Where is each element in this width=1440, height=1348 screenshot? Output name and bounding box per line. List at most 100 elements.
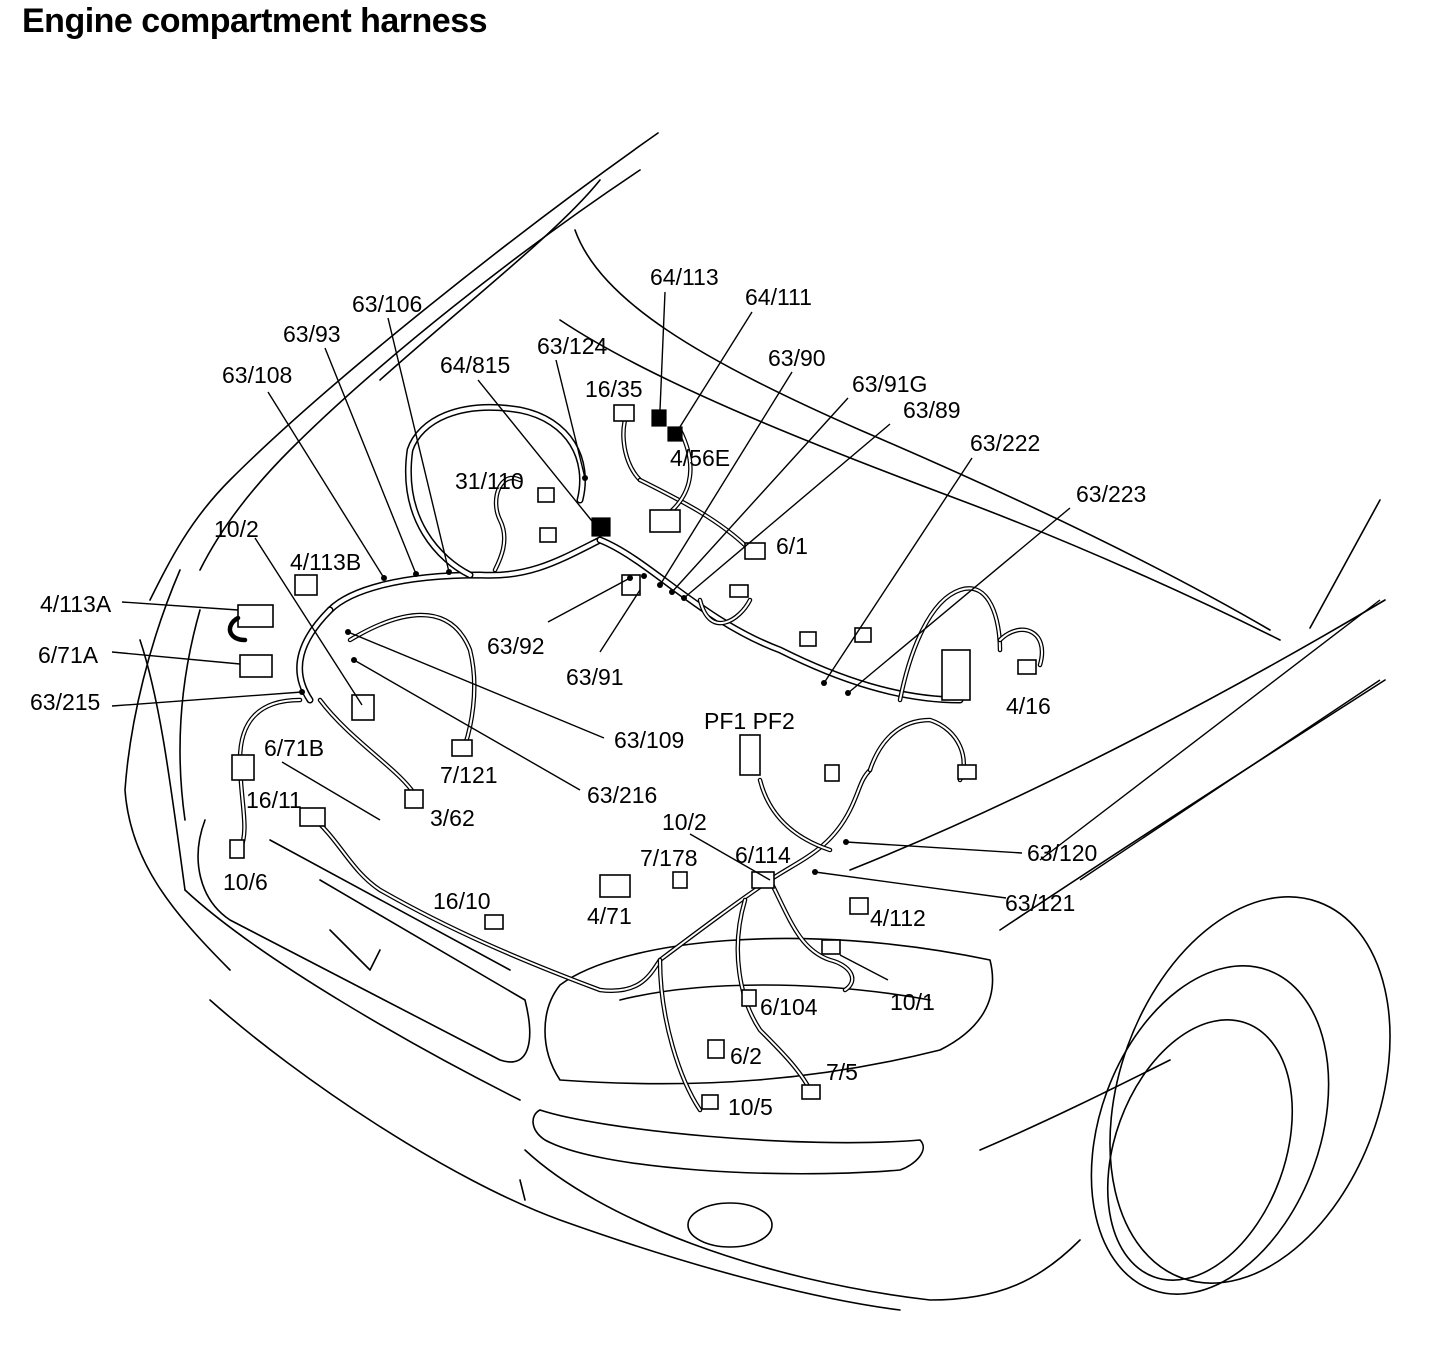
label-64-111: 64/111 [745,284,812,310]
connector-6-104 [741,989,757,1007]
label-4-16: 4/16 [1006,693,1051,719]
connector-31-110 [537,487,555,503]
connector-16-11 [299,807,326,827]
tire-inner [1106,1019,1294,1281]
label-63-106: 63/106 [352,291,422,317]
left-fender-line [149,132,659,601]
bumper-bottom [524,1149,1081,1301]
label-63-108: 63/108 [222,362,292,388]
left-bumper-side [124,569,231,971]
tire-outer [1090,965,1330,1295]
left-headlight [139,639,186,891]
label-6-2: 6/2 [730,1043,762,1069]
connector-16-10 [484,914,504,930]
diagram-title: Engine compartment harness [22,2,488,40]
connector-4-112 [849,897,869,915]
connector-6-2 [707,1039,725,1059]
label-63-223: 63/223 [1076,481,1146,507]
connector-3-62 [404,789,424,809]
hood-rear-line [559,319,1281,641]
label-63-89: 63/89 [903,397,961,423]
connector-6-71a [239,654,273,678]
connector-64-111 [667,426,683,442]
right-pillar [1309,499,1381,629]
label-10-6: 10/6 [223,869,268,895]
label-16-11: 16/11 [246,787,302,813]
label-63-92: 63/92 [487,633,545,659]
label-63-121: 63/121 [1005,890,1075,916]
connector-4-113b [294,574,318,596]
left-bumper-inner [179,609,201,821]
connector-aux-4 [854,627,872,643]
label-4-113a: 4/113A [40,591,112,617]
label-4-71: 4/71 [587,903,632,929]
connectors [227,404,1037,1110]
connector-64-113 [651,409,667,427]
label-pf1-pf2: PF1 PF2 [704,708,795,734]
label-10-1: 10/1 [890,989,935,1015]
connector-aux-5 [824,764,840,782]
connector-pf [739,734,761,776]
connector-64-815 [591,517,611,537]
bumper-side-line [519,1059,1171,1201]
connector-10-2-top [351,694,375,721]
grille-inner [269,839,511,971]
hood-left-edge [379,179,601,381]
label-63-91g: 63/91G [852,371,927,397]
connector-10-5 [701,1094,719,1110]
connector-4-113a [237,604,274,628]
front-bumper-lower [209,999,901,1311]
label-63-93: 63/93 [283,321,341,347]
connector-aux-1 [539,527,557,543]
harness-trunk [296,403,964,704]
connector-7-5 [801,1084,821,1100]
right-fender-top [849,599,1386,871]
label-6-114: 6/114 [735,842,791,868]
wheel-arch [1109,896,1391,1284]
label-4-113b: 4/113B [290,549,361,575]
label-6-104: 6/104 [760,994,818,1020]
label-63-124: 63/124 [537,333,608,359]
connector-7-178 [672,871,688,889]
label-63-215: 63/215 [30,689,100,715]
label-63-216: 63/216 [587,782,657,808]
right-fender-line [999,679,1386,931]
cowl-line [574,229,1271,631]
connector-6-71b [231,754,255,781]
fog-light [687,1202,773,1248]
label-16-10: 16/10 [433,888,491,914]
connector-4-56e [649,509,681,533]
label-10-5: 10/5 [728,1094,773,1120]
label-63-120: 63/120 [1027,840,1097,866]
label-6-71a: 6/71A [38,642,99,668]
label-64-815: 64/815 [440,352,510,378]
grille-outer [197,819,531,1063]
label-63-91: 63/91 [566,664,624,690]
label-16-35: 16/35 [585,376,643,402]
connector-10-1 [821,939,841,955]
connector-7-121 [451,739,473,757]
connector-aux-3 [799,631,817,647]
label-3-62: 3/62 [430,805,475,831]
component-labels: 64/113 64/111 63/106 63/93 63/124 63/90 … [30,264,1146,1120]
car-body-outline [124,132,1391,1311]
connector-6-114 [751,871,775,889]
label-63-109: 63/109 [614,727,684,753]
leader-lines [111,291,1381,981]
connector-4-16-small [1017,659,1037,675]
connector-10-6 [229,839,245,859]
connector-4-71 [599,874,631,898]
label-31-110: 31/110 [455,468,524,494]
label-6-71b: 6/71B [264,735,324,761]
headlight-inner [619,984,931,1001]
label-63-90: 63/90 [768,345,826,371]
label-6-1: 6/1 [776,533,808,559]
label-4-56e: 4/56E [670,445,730,471]
label-4-112: 4/112 [870,905,926,931]
label-7-178: 7/178 [640,845,698,871]
connector-aux-6 [957,764,977,780]
front-bumper-top [184,889,521,1101]
grille-badge [329,929,381,971]
label-7-5: 7/5 [826,1059,858,1085]
